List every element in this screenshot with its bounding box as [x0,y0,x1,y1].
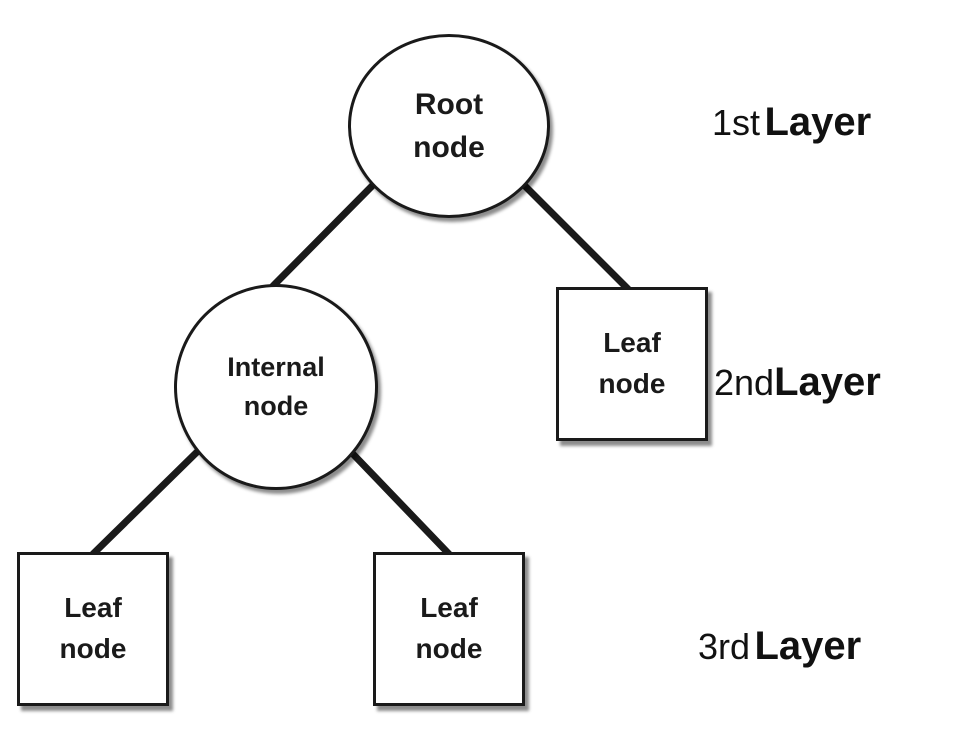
edge-root-leaf-right [521,182,632,293]
leaf-node-layer-3-left: Leaf node [17,552,169,706]
root-node: Root node [348,34,550,218]
leaf-node-layer-3-right: Leaf node [373,552,525,706]
layer-3-ordinal: 3rd [698,626,751,667]
layer-1-word: Layer [764,100,872,144]
edge-root-internal [269,180,378,290]
layer-3-word: Layer [754,624,862,668]
layer-2-word: Layer [774,360,881,404]
internal-node-label: Internal node [227,351,325,421]
layer-label-1: 1st Layer [712,100,871,145]
layer-label-3: 3rd Layer [698,624,861,669]
leaf-node-layer-2: Leaf node [556,287,708,441]
root-node-label: Root node [413,87,485,165]
leaf-node-layer-2-label: Leaf node [598,327,666,399]
leaf-node-layer-3-right-label: Leaf node [415,592,483,664]
leaf-node-layer-3-left-label: Leaf node [59,592,127,664]
internal-node: Internal node [174,284,378,490]
layer-label-2: 2ndLayer [714,360,881,405]
layer-1-ordinal: 1st [712,102,761,143]
layer-2-ordinal: 2nd [714,362,775,403]
edge-internal-leaf-mid [348,449,453,558]
edge-internal-leaf-left [89,448,201,558]
